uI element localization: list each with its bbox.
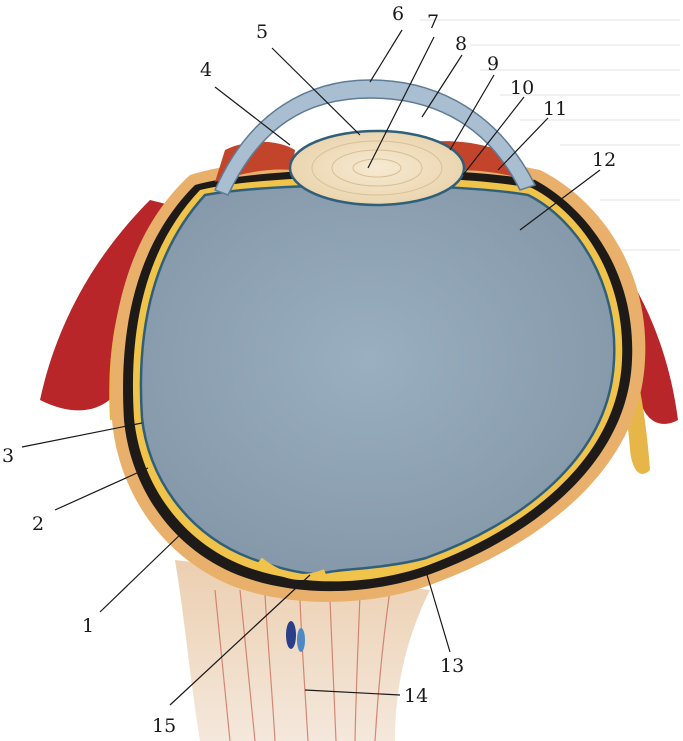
label-14: 14: [404, 685, 428, 707]
leader-1: [100, 530, 185, 612]
label-8: 8: [455, 33, 467, 55]
label-3: 3: [2, 445, 14, 467]
leader-6: [370, 30, 402, 82]
label-11: 11: [543, 98, 567, 120]
label-4: 4: [200, 59, 212, 81]
label-15: 15: [152, 715, 176, 737]
label-13: 13: [440, 655, 464, 677]
central-retinal-vessel-2: [297, 628, 305, 652]
label-6: 6: [392, 3, 404, 25]
label-2: 2: [32, 513, 44, 535]
central-retinal-vessel: [286, 621, 296, 649]
label-1: 1: [82, 615, 94, 637]
label-12: 12: [592, 149, 616, 171]
lens: [290, 131, 464, 205]
label-10: 10: [510, 77, 534, 99]
label-7: 7: [427, 11, 439, 33]
label-9: 9: [487, 53, 499, 75]
label-5: 5: [256, 21, 268, 43]
